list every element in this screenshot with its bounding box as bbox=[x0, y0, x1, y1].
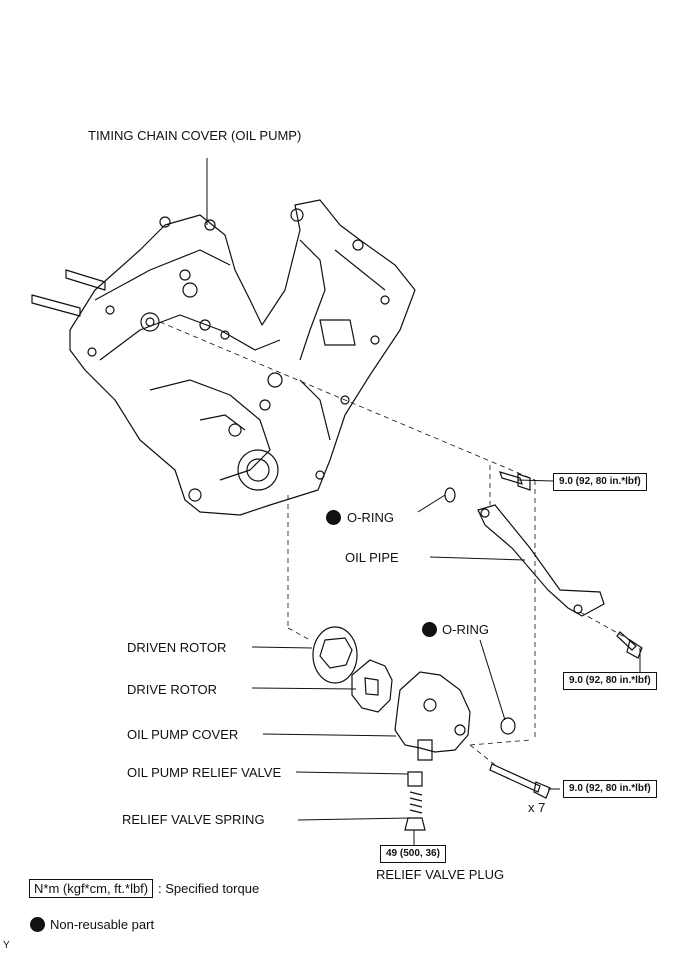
cover-bolt bbox=[489, 763, 541, 793]
legend-torque-desc: : Specified torque bbox=[158, 881, 260, 896]
non-reusable-dot-icon bbox=[326, 510, 341, 525]
relief-spring bbox=[409, 791, 423, 814]
label-oil-pump-cover: OIL PUMP COVER bbox=[127, 727, 239, 742]
pipe-bolt-bottom bbox=[616, 631, 637, 651]
torque-pipe-bolt-bottom: 9.0 (92, 80 in.*lbf) bbox=[563, 672, 657, 690]
label-o-ring-upper: O-RING bbox=[347, 510, 394, 525]
label-timing-chain-cover: TIMING CHAIN COVER (OIL PUMP) bbox=[88, 128, 302, 143]
oil-pipe bbox=[477, 504, 605, 617]
driven-rotor bbox=[312, 626, 358, 684]
label-drive-rotor: DRIVE ROTOR bbox=[127, 682, 218, 697]
timing-chain-cover bbox=[69, 199, 416, 516]
corner-mark: Y bbox=[3, 940, 10, 951]
stud-upper bbox=[65, 269, 106, 291]
oil-pump-cover bbox=[394, 671, 471, 753]
relief-valve bbox=[407, 771, 423, 787]
o-ring-upper bbox=[444, 487, 456, 503]
label-driven-rotor: DRIVEN ROTOR bbox=[127, 640, 227, 655]
stud-lower bbox=[31, 294, 81, 317]
drive-rotor bbox=[351, 659, 393, 713]
label-oil-pump-relief-valve: OIL PUMP RELIEF VALVE bbox=[127, 765, 282, 780]
relief-plug bbox=[404, 817, 426, 831]
label-relief-valve-plug: RELIEF VALVE PLUG bbox=[376, 867, 505, 882]
torque-pipe-bolt-top: 9.0 (92, 80 in.*lbf) bbox=[553, 473, 647, 491]
legend-non-reusable: Non-reusable part bbox=[50, 917, 155, 932]
label-bolt-count: x 7 bbox=[528, 800, 546, 815]
label-relief-valve-spring: RELIEF VALVE SPRING bbox=[122, 812, 265, 827]
o-ring-lower bbox=[500, 717, 516, 735]
torque-cover-bolts: 9.0 (92, 80 in.*lbf) bbox=[563, 780, 657, 798]
label-o-ring-lower: O-RING bbox=[442, 622, 489, 637]
label-oil-pipe: OIL PIPE bbox=[345, 550, 399, 565]
non-reusable-dot-icon bbox=[422, 622, 437, 637]
legend-torque-unit: N*m (kgf*cm, ft.*lbf) bbox=[29, 879, 154, 898]
legend-non-reusable-dot-icon bbox=[30, 917, 45, 932]
pump-seat bbox=[237, 449, 279, 491]
torque-plug: 49 (500, 36) bbox=[380, 845, 446, 863]
pipe-bolt-top bbox=[499, 471, 523, 485]
